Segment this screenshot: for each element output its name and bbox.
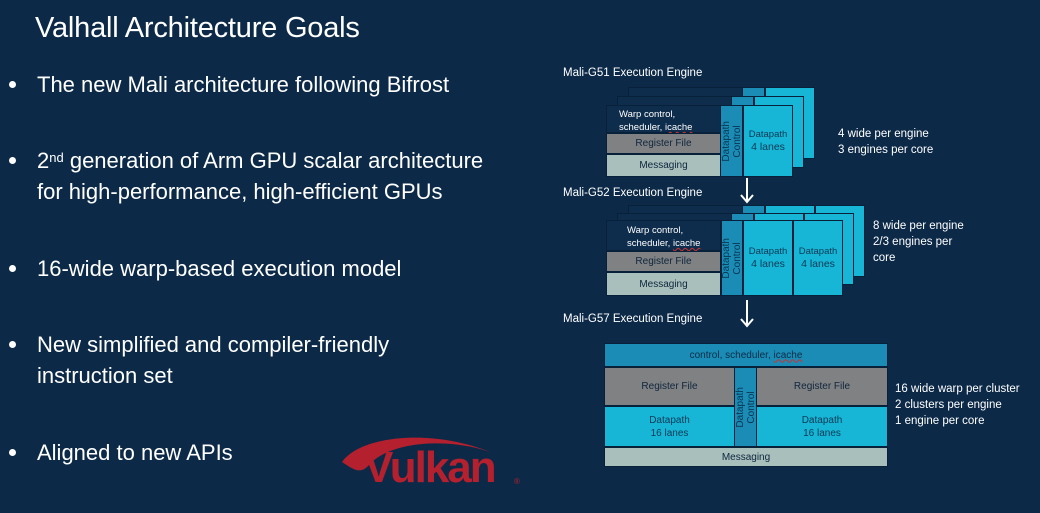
g52-datapath-b: Datapath 4 lanes	[793, 220, 843, 296]
g57-icache-label: icache	[773, 349, 803, 361]
g57-dpc-label-2: Control	[745, 390, 757, 424]
down-arrow-icon	[740, 178, 754, 204]
bullet-icon	[9, 449, 16, 456]
g57-register-file-left: Register File	[604, 367, 735, 406]
g57-datapath-left-lanes: 16 lanes	[650, 427, 689, 439]
g51-notes: 4 wide per engine 3 engines per core	[838, 126, 933, 158]
bullet-1: The new Mali architecture following Bifr…	[37, 72, 450, 97]
g52-datapath-b-label: Datapath	[798, 246, 838, 257]
g57-note-3: 1 engine per core	[895, 415, 985, 427]
vulkan-logo: Vulkan ®	[340, 430, 530, 492]
bullet-2-ordinal-suffix: nd	[49, 150, 64, 165]
g52-notes: 8 wide per engine 2/3 engines per core	[873, 218, 964, 266]
g57-notes: 16 wide warp per cluster 2 clusters per …	[895, 381, 1020, 429]
g57-datapath-left: Datapath 16 lanes	[604, 406, 735, 447]
g57-control-scheduler: control, scheduler, icache	[604, 343, 888, 367]
g51-datapath-label: Datapath	[748, 129, 788, 140]
g57-note-2: 2 clusters per engine	[895, 399, 1002, 411]
g57-dpc-label-1: Datapath	[734, 386, 746, 428]
bullet-5: Aligned to new APIs	[37, 440, 233, 465]
g57-register-file-right: Register File	[756, 367, 888, 406]
g57-title: Mali-G57 Execution Engine	[563, 313, 703, 325]
g52-note-3: core	[873, 252, 896, 264]
g51-warp-control-label: Warp control,	[619, 109, 676, 120]
g57-datapath-right: Datapath 16 lanes	[756, 406, 888, 447]
g52-note-1: 8 wide per engine	[873, 220, 964, 232]
g51-datapath: Datapath 4 lanes	[743, 105, 793, 177]
g52-warp-control-label: Warp control,	[627, 225, 684, 236]
bullet-2-line2: for high-performance, high-efficient GPU…	[37, 179, 443, 204]
g52-dpc-label-2: Control	[732, 241, 743, 275]
g52-datapath-a-label: Datapath	[748, 246, 788, 257]
g57-datapath-right-label: Datapath	[801, 414, 843, 426]
bullet-icon	[9, 341, 16, 348]
g51-dpc-label-2: Control	[731, 124, 743, 158]
vulkan-wordmark: Vulkan	[364, 443, 495, 490]
g57-messaging: Messaging	[604, 447, 888, 467]
g51-title: Mali-G51 Execution Engine	[563, 67, 703, 79]
g52-warp-control: Warp control, scheduler, icache	[606, 220, 721, 251]
vulkan-swoosh-icon: Vulkan ®	[342, 437, 520, 492]
bullet-icon	[9, 157, 16, 164]
down-arrow-icon	[740, 300, 754, 328]
g52-icache-label: icache	[672, 238, 701, 249]
g52-datapath-a: Datapath 4 lanes	[743, 220, 793, 296]
g52-note-2: 2/3 engines per	[873, 236, 953, 248]
g52-datapath-a-lanes: 4 lanes	[751, 258, 785, 270]
bullet-4-line2: instruction set	[37, 363, 173, 388]
bullet-icon	[9, 265, 16, 272]
g57-note-1: 16 wide warp per cluster	[895, 383, 1020, 395]
bullet-4: New simplified and compiler-friendly	[37, 332, 390, 357]
g52-messaging: Messaging	[606, 272, 721, 296]
g52-dpc-label-1: Datapath	[721, 237, 732, 279]
bullet-icon	[9, 81, 16, 88]
slide-title: Valhall Architecture Goals	[35, 12, 360, 44]
bullet-2-text: generation of Arm GPU scalar architectur…	[63, 148, 484, 173]
g51-register-file: Register File	[606, 133, 721, 154]
g57-control-label: control, scheduler,	[689, 349, 774, 361]
g51-warp-control: Warp control, scheduler, icache	[606, 105, 721, 133]
bullet-2: 2nd generation of Arm GPU scalar archite…	[37, 145, 483, 177]
g52-scheduler-label: scheduler,	[627, 238, 673, 249]
g51-dpc-label-1: Datapath	[720, 120, 732, 162]
g51-messaging: Messaging	[606, 154, 721, 177]
bullet-2-ordinal: 2	[37, 148, 50, 173]
g51-note-2: 3 engines per core	[838, 144, 934, 156]
g57-datapath-left-label: Datapath	[649, 414, 690, 426]
bullet-3: 16-wide warp-based execution model	[37, 256, 402, 281]
g52-register-file: Register File	[606, 251, 721, 272]
g52-title: Mali-G52 Execution Engine	[563, 187, 703, 199]
g51-note-1: 4 wide per engine	[838, 128, 929, 140]
g52-datapath-b-lanes: 4 lanes	[801, 258, 835, 270]
g51-datapath-lanes: 4 lanes	[751, 141, 785, 153]
g57-datapath-right-lanes: 16 lanes	[803, 427, 841, 439]
g51-icache-label: icache	[664, 122, 693, 133]
g51-scheduler-label: scheduler,	[619, 122, 665, 133]
registered-mark: ®	[514, 477, 520, 486]
